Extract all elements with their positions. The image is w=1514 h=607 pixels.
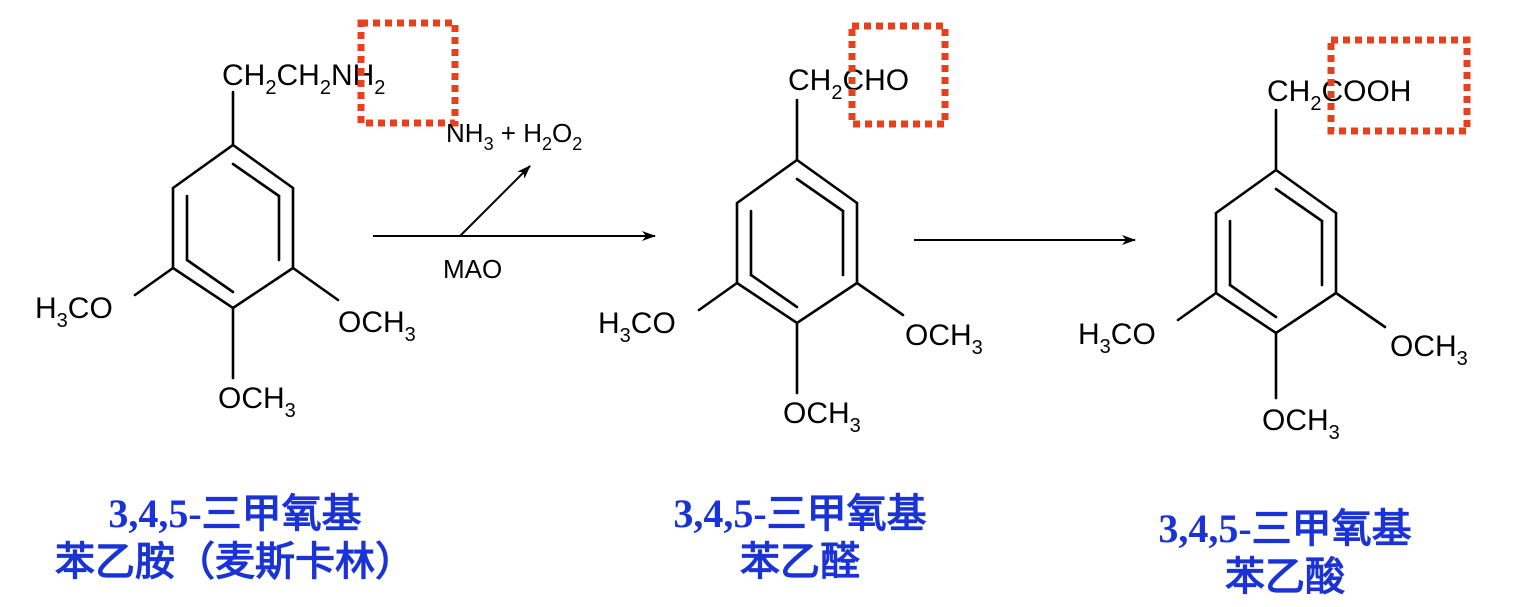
methoxy-right-label: OCH3 <box>1390 330 1468 370</box>
caption-mescaline: 3,4,5-三甲氧基 苯乙胺（麦斯卡林） <box>20 490 450 586</box>
benzene-ring <box>735 158 859 325</box>
catalyst-label: MAO <box>443 254 502 284</box>
bond-left-oxygen <box>1176 291 1218 322</box>
methoxy-bottom-label: OCH3 <box>1262 404 1340 444</box>
bond-left-oxygen <box>697 281 739 312</box>
bond-right-oxygen <box>855 281 905 317</box>
side-chain-label: CH2CH2NH2 <box>222 59 385 99</box>
bond-left-oxygen <box>133 266 175 297</box>
methoxy-left-label: H3CO <box>1078 318 1156 358</box>
caption-line-2: 苯乙酸 <box>1225 554 1345 600</box>
benzene-ring <box>1214 168 1338 335</box>
reaction-arrow-mao: MAO NH3 + H2O2 <box>373 118 656 284</box>
caption-line-1: 3,4,5-三甲氧基 <box>108 491 362 537</box>
carboxyl-highlight-box <box>1327 36 1471 135</box>
molecule-mescaline: CH2CH2NH2 H3CO OCH3 OCH3 <box>35 19 459 422</box>
side-chain-label: CH2COOH <box>1267 75 1411 115</box>
amine-highlight-box <box>357 19 459 127</box>
methoxy-right-label: OCH3 <box>905 319 983 359</box>
methoxy-left-label: H3CO <box>35 292 113 332</box>
methoxy-bottom-label: OCH3 <box>218 382 296 422</box>
methoxy-bottom-label: OCH3 <box>783 397 861 437</box>
caption-phenylacetic-acid: 3,4,5-三甲氧基 苯乙酸 <box>1115 505 1455 601</box>
bond-right-oxygen <box>1334 291 1387 329</box>
molecule-phenylacetaldehyde: CH2CHO H3CO OCH3 OCH3 <box>598 22 983 437</box>
caption-line-1: 3,4,5-三甲氧基 <box>1158 506 1412 552</box>
methoxy-right-label: OCH3 <box>338 306 416 346</box>
molecule-phenylacetic-acid: CH2COOH H3CO OCH3 OCH3 <box>1078 36 1471 444</box>
bond-right-oxygen <box>291 266 340 302</box>
caption-line-1: 3,4,5-三甲氧基 <box>673 491 927 537</box>
methoxy-left-label: H3CO <box>598 307 676 347</box>
caption-line-2: 苯乙醛 <box>740 539 860 585</box>
byproduct-arrow <box>459 165 531 237</box>
caption-phenylacetaldehyde: 3,4,5-三甲氧基 苯乙醛 <box>630 490 970 586</box>
benzene-ring <box>171 143 295 310</box>
caption-line-2: 苯乙胺（麦斯卡林） <box>55 539 415 585</box>
byproduct-label: NH3 + H2O2 <box>446 118 582 154</box>
